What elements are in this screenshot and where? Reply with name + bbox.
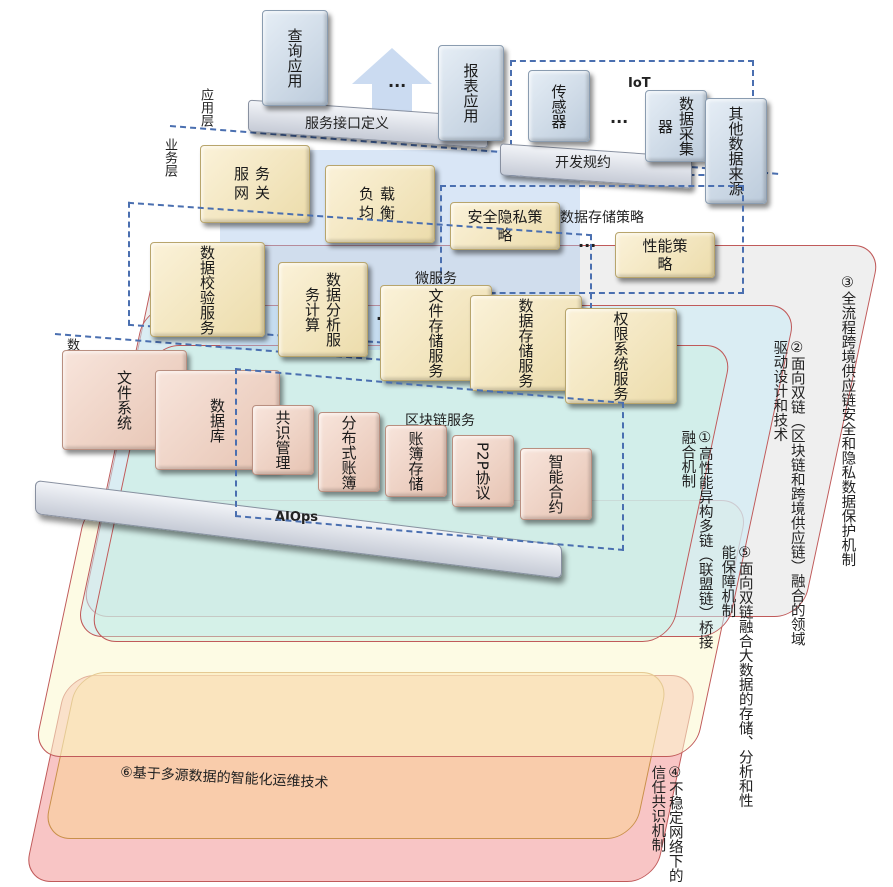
perf-policy-block[interactable]: 性能策略 bbox=[615, 232, 715, 278]
data-collector-block[interactable]: 数据采集器 bbox=[645, 90, 707, 162]
file-storage-service-label: 文件存储服务 bbox=[426, 288, 445, 378]
security-policy-block[interactable]: 安全隐私策略 bbox=[450, 202, 560, 250]
microservice-label: 微服务 bbox=[415, 271, 457, 287]
service-gateway-label: 服务网关 bbox=[233, 164, 276, 203]
ledger-storage-label: 账簿存储 bbox=[406, 431, 425, 491]
consensus-label: 共识管理 bbox=[273, 410, 292, 470]
database-label: 数据库 bbox=[208, 397, 226, 443]
iot-label: IoT bbox=[628, 76, 651, 91]
ledger-storage-block[interactable]: 账簿存储 bbox=[385, 425, 447, 497]
query-app-block[interactable]: 查询应用 bbox=[262, 10, 328, 106]
other-source-label: 其他数据来源 bbox=[726, 106, 745, 196]
p2p-protocol-block[interactable]: P2P协议 bbox=[452, 435, 514, 507]
load-balance-label: 负载均衡 bbox=[358, 184, 401, 223]
distributed-ledger-label: 分布式账簿 bbox=[339, 414, 358, 490]
data-analysis-service-block[interactable]: 数据分析服务计算 bbox=[278, 262, 368, 357]
p2p-protocol-label: P2P协议 bbox=[473, 442, 492, 500]
data-analysis-service-label: 数据分析服务计算 bbox=[303, 272, 342, 347]
security-policy-label: 安全隐私策略 bbox=[467, 208, 543, 244]
smart-contract-block[interactable]: 智能合约 bbox=[520, 448, 592, 520]
plane-label-3: ③全流程跨境供应链安全和隐私数据保护机制 bbox=[839, 275, 856, 567]
smart-contract-label: 智能合约 bbox=[546, 454, 565, 514]
service-interface-label: 服务接口定义 bbox=[305, 116, 389, 132]
dev-spec-label: 开发规约 bbox=[555, 155, 611, 171]
data-storage-service-label: 数据存储服务 bbox=[516, 298, 535, 388]
distributed-ledger-block[interactable]: 分布式账簿 bbox=[318, 412, 380, 492]
data-check-service-label: 数据校验服务 bbox=[198, 244, 216, 335]
perf-policy-label: 性能策略 bbox=[642, 237, 688, 273]
policy-dots: ... bbox=[578, 232, 597, 251]
iot-dots: ... bbox=[610, 108, 629, 127]
app-dots: ... bbox=[388, 72, 407, 91]
tier-business-label: 业务层 bbox=[162, 138, 177, 177]
consensus-block[interactable]: 共识管理 bbox=[252, 405, 314, 475]
load-balance-block[interactable]: 负载均衡 bbox=[325, 165, 435, 243]
service-gateway-block[interactable]: 服务网关 bbox=[200, 145, 310, 223]
data-storage-service-block[interactable]: 数据存储服务 bbox=[470, 295, 582, 391]
query-app-label: 查询应用 bbox=[285, 28, 304, 88]
file-system-label: 文件系统 bbox=[115, 370, 133, 430]
sensor-label: 传感器 bbox=[549, 83, 568, 129]
report-app-label: 报表应用 bbox=[461, 63, 480, 123]
auth-system-service-label: 权限系统服务 bbox=[611, 311, 630, 401]
plane-label-4: ④不稳定网络下的信任共识机制 bbox=[649, 765, 683, 883]
sensor-block[interactable]: 传感器 bbox=[528, 70, 590, 142]
storage-policy-group bbox=[440, 185, 744, 294]
plane-label-5: ⑤面向双链融合大数据的存储、分析和性能保障机制 bbox=[719, 545, 753, 808]
auth-system-service-block[interactable]: 权限系统服务 bbox=[565, 308, 677, 404]
storage-policy-label: 数据存储策略 bbox=[560, 210, 644, 226]
report-app-block[interactable]: 报表应用 bbox=[438, 45, 504, 141]
aiops-label: AIOps bbox=[275, 510, 318, 525]
plane-label-1: ①高性能异构多链（联盟链）桥接融合机制 bbox=[679, 430, 713, 649]
plane-label-2: ②面向双链（区块链和跨境供应链）融合的领域驱动设计和技术 bbox=[771, 340, 805, 646]
tier-app-label: 应用层 bbox=[198, 88, 213, 127]
data-collector-label: 数据采集器 bbox=[656, 96, 695, 156]
data-check-service-block[interactable]: 数据校验服务 bbox=[150, 242, 265, 337]
